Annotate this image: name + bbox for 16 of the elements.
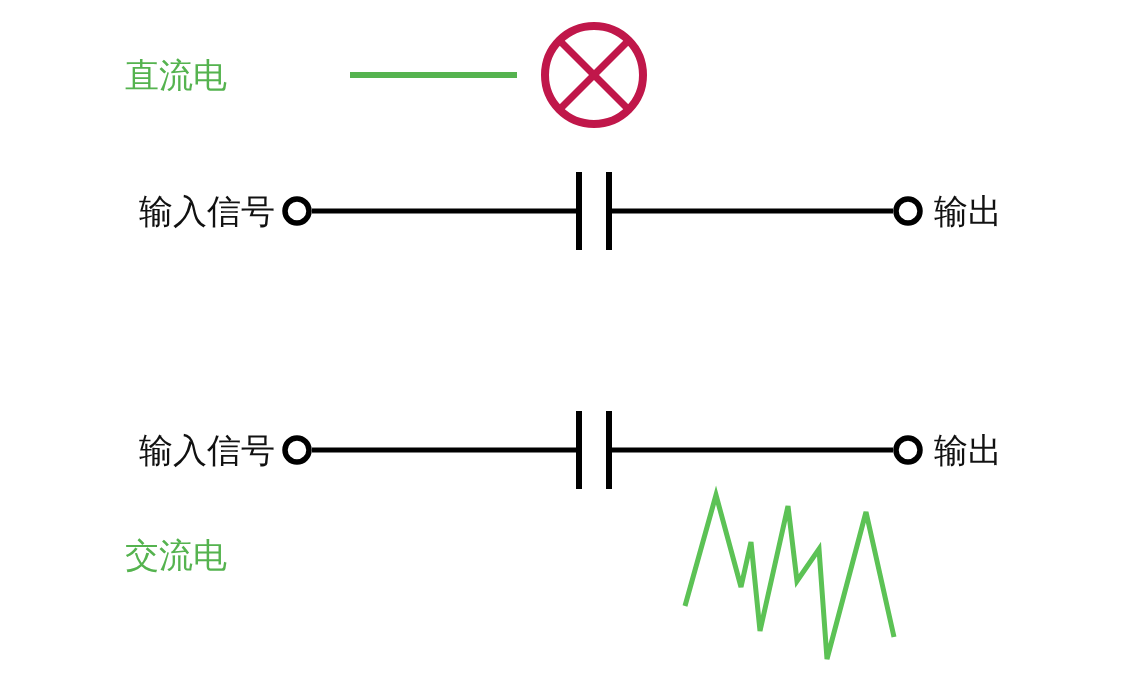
terminal-circle: [282, 435, 312, 465]
capacitor-symbol: [576, 172, 612, 250]
wire: [612, 208, 893, 214]
terminal-circle: [282, 196, 312, 226]
terminal-label: 输入信号: [139, 430, 275, 470]
terminal-label: 输出: [934, 430, 1002, 470]
current-label: 交流电: [125, 535, 227, 575]
wire: [612, 447, 893, 453]
current-label: 直流电: [125, 55, 227, 95]
wire: [312, 208, 576, 214]
wire: [312, 447, 576, 453]
capacitor-symbol: [576, 411, 612, 489]
terminal-label: 输入信号: [139, 191, 275, 231]
terminal-circle: [893, 435, 923, 465]
terminal-label: 输出: [934, 191, 1002, 231]
terminal-circle: [893, 196, 923, 226]
